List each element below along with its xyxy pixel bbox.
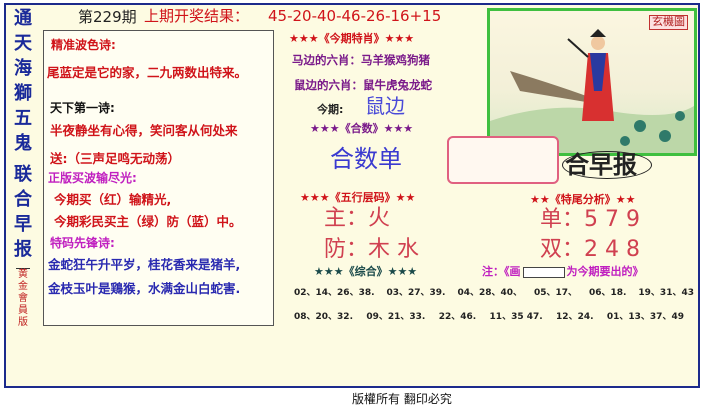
gift-text: 送:（三声足鸣无动荡） — [50, 151, 180, 166]
blank-box — [447, 136, 559, 184]
last-result-label: 上期开奖结果： — [144, 7, 250, 25]
number-group: 05、17、 — [533, 288, 578, 298]
side-char: 五 — [14, 108, 32, 129]
note-box — [522, 266, 565, 278]
poem-box — [43, 30, 274, 326]
scholar-illustration — [490, 29, 694, 153]
note-prefix: 注：《画 — [482, 265, 521, 278]
wave-title: 正版买波输尽光: — [48, 171, 137, 185]
note-suffix: 为今期要出的》 — [566, 265, 644, 278]
mystery-picture: 玄機圖 — [487, 8, 697, 156]
tail-title: ★★《特尾分析》★★ — [530, 193, 636, 206]
sum-value: 合数单 — [330, 145, 402, 173]
picture-label: 玄機圖 — [649, 15, 688, 30]
number-group: 19、31、43 — [638, 288, 694, 298]
number-group: 22、46. — [438, 312, 477, 322]
side-char: 早 — [14, 214, 32, 235]
wave-line-1: 今期买（红）输精光, — [54, 192, 172, 207]
rat-side: 鼠边的六肖：鼠牛虎兔龙蛇 — [294, 78, 432, 92]
horse-side: 马边的六肖：马羊猴鸡狗猪 — [292, 53, 430, 67]
side-title: 通 天 海 獅 五 鬼 联 合 早 报 — [10, 6, 36, 262]
poem2: 半夜静坐有心得，笑问客从何处来 — [50, 123, 238, 138]
tail-odd: 单：5 7 9 — [540, 207, 640, 232]
poem3-line-2: 金枝玉叶是鶏猴，水满金山白蛇害. — [48, 281, 241, 296]
combined-title: ★★★《综合》★★★ — [314, 265, 418, 278]
number-group: 04、28、40、 — [457, 288, 523, 298]
combined-note: 注：《画 为今期要出的》 — [482, 265, 644, 279]
number-group: 11、35 47. — [489, 312, 543, 322]
elements-guard: 防：木 水 — [324, 237, 419, 262]
wave-line-2: 今期彩民买主（绿）防（蓝）中。 — [54, 214, 242, 229]
poem3-title: 特码先锋诗: — [50, 236, 115, 250]
this-period-label: 今期: — [317, 103, 344, 116]
last-result: 45-20-40-46-26-16+15 — [268, 7, 442, 25]
side-char: 鬼 — [14, 133, 32, 154]
number-group: 08、20、32. — [294, 312, 353, 322]
brand-title: 合早报 — [562, 151, 652, 180]
side-char: 报 — [14, 239, 32, 260]
number-group: 12、24. — [556, 312, 594, 322]
zodiac-title: ★★★《今期特肖》★★★ — [289, 32, 415, 45]
this-period-value: 鼠边 — [365, 94, 405, 118]
numbers-row-2: 08、20、32. 09、21、33. 22、46. 11、35 47. 12、… — [294, 312, 684, 322]
side-char: 獅 — [14, 83, 32, 104]
number-group: 03、27、39. — [386, 288, 446, 298]
numbers-row-1: 02、14、26、38. 03、27、39. 04、28、40、 05、17、 … — [294, 288, 694, 298]
sum-title: ★★★《合数》★★★ — [310, 122, 414, 135]
issue-number: 第229期 — [78, 8, 137, 26]
poem1: 尾蓝定是它的家，二九两数出特来。 — [47, 65, 248, 80]
side-char: 合 — [14, 189, 32, 210]
poem3-line-1: 金蛇狂午升平岁，桂花香来是猪羊, — [48, 257, 241, 272]
side-subtitle: 黄金會員版 — [16, 268, 30, 328]
side-char: 联 — [14, 164, 32, 185]
side-char: 通 — [14, 8, 32, 29]
elements-title: ★★★《五行层码》★★ — [300, 191, 416, 204]
number-group: 01、13、37、49 — [606, 312, 684, 322]
elements-main: 主：火 — [324, 206, 391, 231]
footer-copyright: 版權所有 翻印必究 — [352, 392, 452, 406]
poem2-title: 天下第一诗: — [50, 101, 115, 115]
tail-even: 双：2 4 8 — [540, 237, 640, 262]
side-char: 海 — [14, 58, 32, 79]
poem1-title: 精准波色诗: — [51, 38, 116, 52]
number-group: 06、18. — [588, 288, 627, 298]
number-group: 09、21、33. — [366, 312, 426, 322]
number-group: 02、14、26、38. — [294, 288, 375, 298]
side-char: 天 — [14, 33, 32, 54]
